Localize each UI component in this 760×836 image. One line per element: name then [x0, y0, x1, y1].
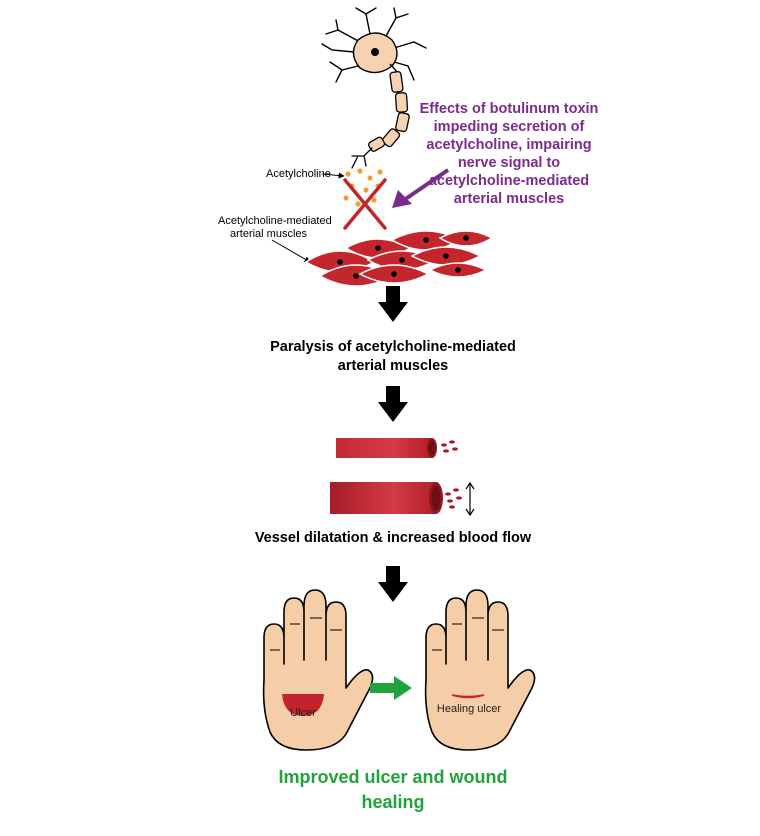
paralysis-line-1: Paralysis of acetylcholine-mediated: [270, 339, 516, 355]
hand-with-ulcer: [262, 589, 374, 751]
effects-line-3: acetylcholine, impairing: [426, 137, 592, 153]
effects-line-4: nerve signal to: [457, 155, 561, 171]
effects-line-1: Effects of botulinum toxin: [419, 101, 599, 117]
toxin-effects-text: Effects of botulinum toxin impeding secr…: [384, 100, 634, 208]
healing-hand: [424, 589, 536, 751]
muscles-pointer: [271, 239, 311, 263]
down-arrow-3: [378, 566, 408, 602]
acetylcholine-label: Acetylcholine: [266, 168, 331, 180]
blocked-x-mark: [343, 178, 387, 230]
paralysis-text: Paralysis of acetylcholine-mediated arte…: [233, 338, 553, 376]
healing-ulcer-label: Healing ulcer: [436, 703, 502, 715]
dilated-vessel: [330, 481, 475, 517]
outcome-line-2: healing: [361, 792, 425, 812]
effects-line-6: arterial muscles: [453, 191, 565, 207]
arterial-muscles: [304, 230, 494, 287]
neuron: [321, 7, 427, 169]
acetylcholine-pointer: [321, 172, 345, 179]
narrow-vessel: [336, 438, 458, 458]
muscles-label-line1: Acetylcholine-mediated: [218, 215, 332, 227]
paralysis-line-2: arterial muscles: [337, 358, 449, 374]
effects-line-2: impeding secretion of: [433, 119, 585, 135]
dilatation-text: Vessel dilatation & increased blood flow: [254, 530, 532, 546]
outcome-line-1: Improved ulcer and wound: [278, 767, 508, 787]
improvement-arrow: [370, 676, 412, 700]
muscles-label-line2: arterial muscles: [230, 228, 308, 240]
effects-line-5: acetylcholine-mediated: [428, 173, 590, 189]
toxin-arrow: [392, 168, 450, 208]
down-arrow-2: [378, 386, 408, 422]
outcome-text: Improved ulcer and wound healing: [233, 765, 553, 815]
ulcer-label: Ulcer: [290, 707, 316, 719]
down-arrow-1: [378, 286, 408, 322]
